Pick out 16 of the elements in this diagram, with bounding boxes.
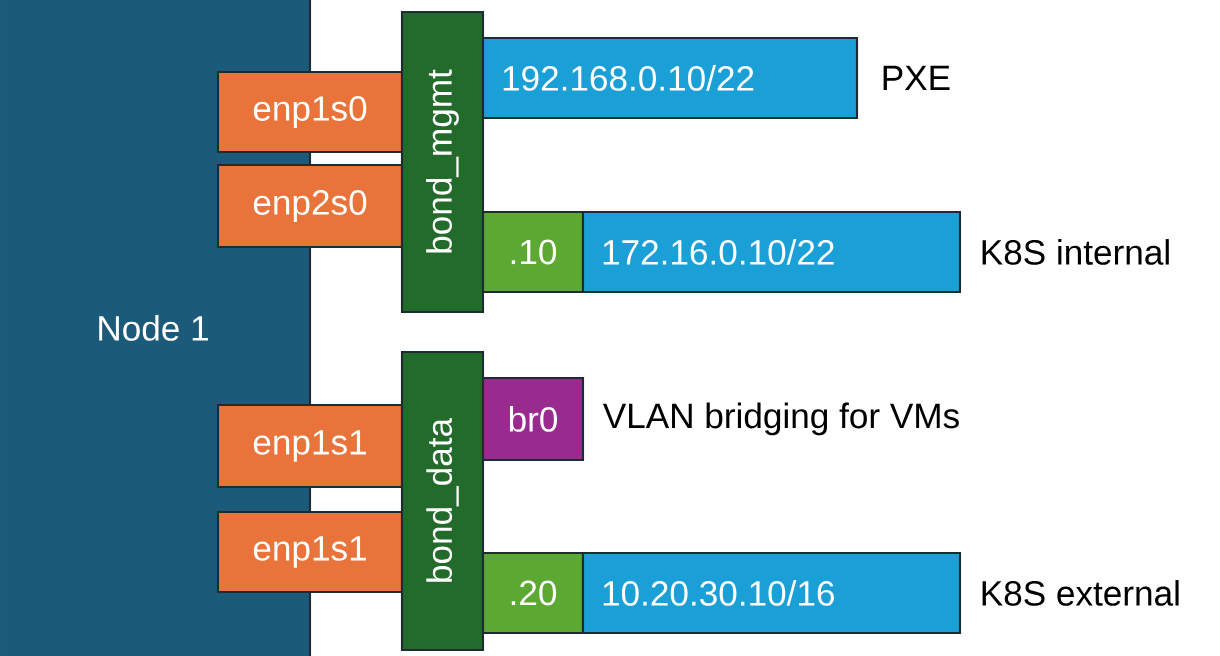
bond-bar: bond_data <box>400 350 485 652</box>
address-box: 172.16.0.10/22 <box>581 210 962 294</box>
address-box: 192.168.0.10/22 <box>481 36 859 120</box>
address-box: 10.20.30.10/16 <box>581 551 962 635</box>
network-label: PXE <box>883 65 950 91</box>
network-label: K8S internal <box>982 239 1169 265</box>
vlan-box: .20 <box>481 551 585 635</box>
network-label: VLAN bridging for VMs <box>602 402 959 436</box>
bond-bar: bond_mgmt <box>400 10 485 314</box>
network-label: K8S external <box>982 580 1179 606</box>
bridge-box: br0 <box>481 376 585 462</box>
interface-box: enp1s1 <box>216 510 404 594</box>
vlan-box: .10 <box>481 210 585 294</box>
interface-box: enp1s0 <box>216 70 404 154</box>
interface-box: enp1s1 <box>216 403 404 489</box>
interface-box: enp2s0 <box>216 163 404 249</box>
